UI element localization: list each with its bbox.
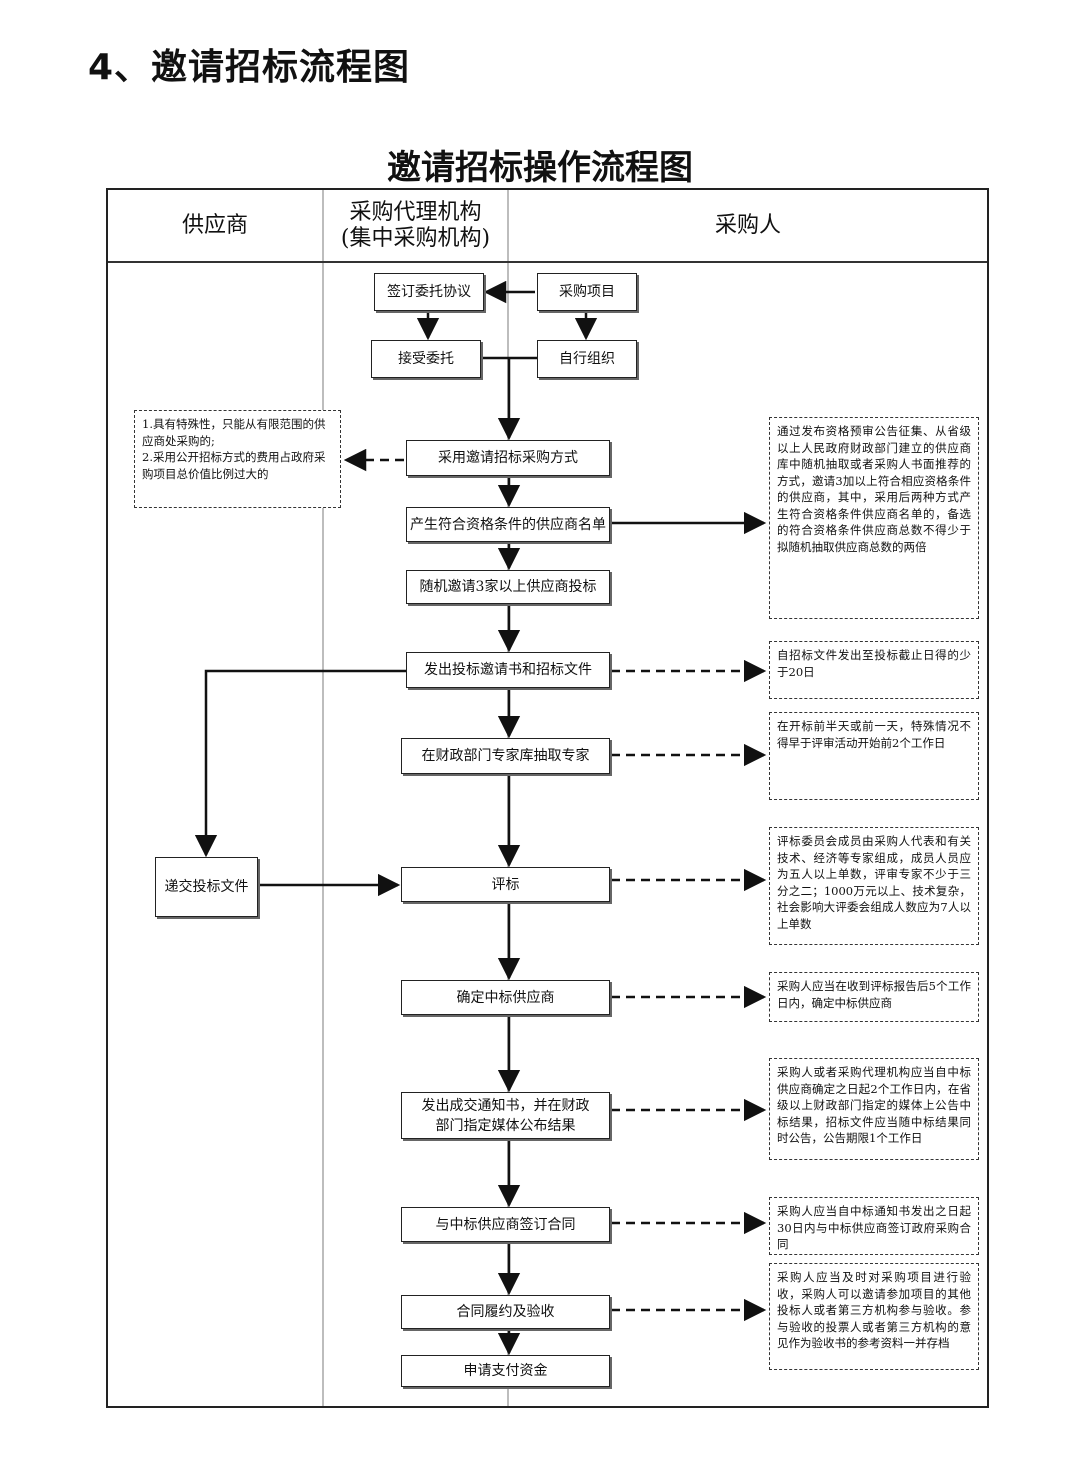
step-adopt-invitation: 采用邀请招标采购方式 xyxy=(406,440,610,476)
lane-header-purchaser: 采购人 xyxy=(714,213,781,238)
step-self-organize: 自行组织 xyxy=(537,340,637,378)
lane-divider-1 xyxy=(322,190,324,1406)
lane-header-agency: 采购代理机构 (集中采购机构) xyxy=(340,200,491,251)
step-issue-notice: 发出成交通知书，并在财政部门指定媒体公布结果 xyxy=(401,1092,610,1139)
step-supplier-list: 产生符合资格条件的供应商名单 xyxy=(406,507,610,542)
flowchart-title: 邀请招标操作流程图 xyxy=(387,148,693,188)
step-evaluate: 评标 xyxy=(401,867,610,902)
note-committee: 评标委员会成员由采购人代表和有关技术、经济等专家组成，成员人员应为五人以上单数，… xyxy=(769,827,979,945)
note-invitation-conditions: 1.具有特殊性，只能从有限范围的供应商处采购的; 2.采用公开招标方式的费用占政… xyxy=(134,410,341,508)
note-contract-timing: 采购人应当自中标通知书发出之日起30日内与中标供应商签订政府采购合同 xyxy=(769,1197,979,1255)
arrow-issue-to-submit xyxy=(194,669,406,858)
step-procurement-project: 采购项目 xyxy=(537,273,637,311)
step-issue-docs: 发出投标邀请书和招标文件 xyxy=(406,652,610,688)
lane-header-supplier: 供应商 xyxy=(181,213,248,238)
step-apply-payment: 申请支付资金 xyxy=(401,1355,610,1387)
flowchart-frame xyxy=(106,188,989,1408)
note-announcement: 采购人或者采购代理机构应当自中标供应商确定之日起2个工作日内，在省级以上财政部门… xyxy=(769,1058,979,1160)
note-expert-timing: 在开标前半天或前一天，特殊情况不得早于评审活动开始前2个工作日 xyxy=(769,712,979,800)
step-submit-bids: 递交投标文件 xyxy=(155,857,258,917)
note-acceptance-rules: 采购人应当及时对采购项目进行验收，采购人可以邀请参加项目的其他投标人或者第三方机… xyxy=(769,1263,979,1370)
note-supplier-list: 通过发布资格预审公告征集、从省级以上人民政府财政部门建立的供应商库中随机抽取或者… xyxy=(769,417,979,619)
note-winner-timing: 采购人应当在收到评标报告后5个工作日内，确定中标供应商 xyxy=(769,972,979,1022)
step-sign-contract: 与中标供应商签订合同 xyxy=(401,1207,610,1242)
step-draw-experts: 在财政部门专家库抽取专家 xyxy=(401,738,610,774)
step-sign-agreement: 签订委托协议 xyxy=(374,273,484,311)
step-accept-commission: 接受委托 xyxy=(371,340,481,378)
step-random-invite: 随机邀请3家以上供应商投标 xyxy=(406,570,610,604)
step-acceptance: 合同履约及验收 xyxy=(401,1295,610,1329)
page-heading: 4、邀请招标流程图 xyxy=(88,47,411,88)
step-determine-winner: 确定中标供应商 xyxy=(401,980,610,1015)
lane-header-divider xyxy=(108,261,987,263)
note-bid-period: 自招标文件发出至投标截止日得的少于20日 xyxy=(769,641,979,699)
